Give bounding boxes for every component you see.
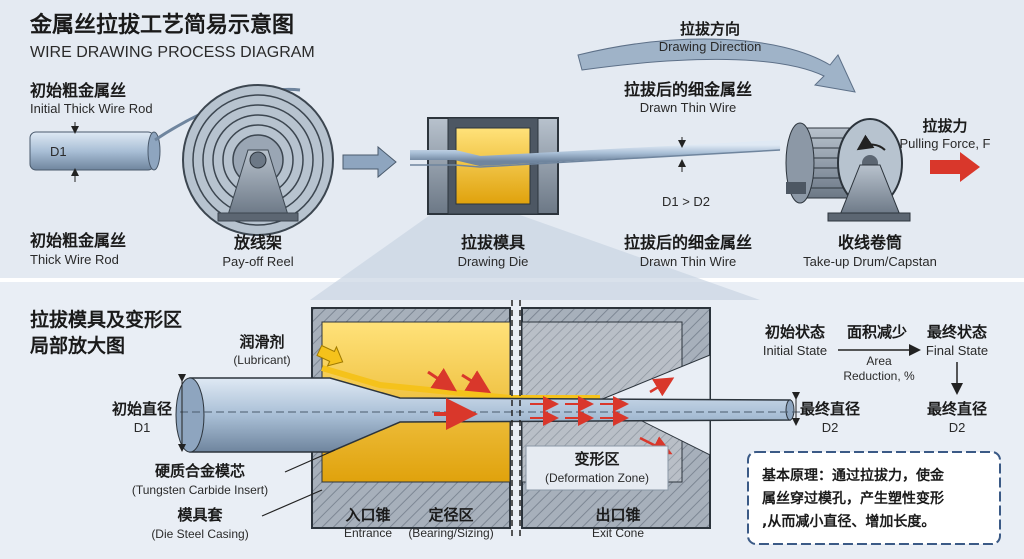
title-en: WIRE DRAWING PROCESS DIAGRAM [30, 44, 315, 61]
deformation-en: (Deformation Zone) [545, 471, 649, 485]
entrance-zh: 入口锥 [345, 506, 390, 524]
zoom-title-line1: 拉拔模具及变形区 [30, 308, 182, 331]
initial-state-zh: 初始状态 [765, 323, 825, 341]
wire-section-end [175, 377, 205, 453]
casing-leader [261, 489, 323, 517]
insert-en: (Tungsten Carbide Insert) [132, 483, 268, 497]
initial-state-en: Initial State [763, 343, 827, 358]
lubricant-arrow [316, 344, 344, 367]
die-wire [410, 140, 781, 167]
magnify-cone [310, 215, 760, 300]
rod-end [147, 131, 161, 171]
drawing-direction-arrow [577, 38, 856, 93]
pulling-zh: 拉拔力 [922, 117, 967, 135]
drawn-wire-bottom-zh: 拉拔后的细金属丝 [624, 233, 752, 252]
final-state-zh: 最终状态 [927, 323, 987, 341]
die-en: Drawing Die [458, 254, 529, 269]
initial-dia-en: D1 [134, 420, 151, 435]
pulling-en: Pulling Force, F [899, 136, 990, 151]
payoff-reel [182, 84, 334, 236]
insert-zh: 硬质合金模芯 [155, 462, 245, 480]
area-reduction-zh: 面积减少 [847, 323, 907, 341]
flow-arrow [342, 145, 397, 179]
initial-rod-en: Initial Thick Wire Rod [30, 101, 153, 116]
final-state-en: Final State [926, 343, 988, 358]
bearing-zh: 定径区 [428, 506, 473, 524]
d1-d2-compare: D1 > D2 [662, 194, 710, 209]
wire-section-tip [785, 399, 795, 421]
die-zh: 拉拔模具 [461, 233, 525, 252]
principle-line3: ,从而减小直径、增加长度。 [762, 513, 935, 530]
exit-en: Exit Cone [592, 526, 644, 540]
title-zh: 金属丝拉拔工艺简易示意图 [29, 12, 294, 38]
deformation-zh: 变形区 [574, 450, 619, 468]
thick-rod-en: Thick Wire Rod [30, 252, 119, 267]
payoff-en: Pay-off Reel [222, 254, 293, 269]
flow-arrows [427, 368, 675, 455]
takeup-zh: 收线卷筒 [838, 233, 902, 252]
principle-line1: 基本原理：通过拉拔力，使金 [762, 467, 945, 484]
d1-label: D1 [50, 144, 67, 159]
final-dia-right-zh: 最终直径 [927, 400, 987, 418]
initial-rod-zh: 初始粗金属丝 [30, 81, 126, 100]
lubricant-en: (Lubricant) [233, 353, 290, 367]
thick-wire-rod [29, 131, 155, 171]
payoff-zh: 放线架 [233, 233, 282, 252]
takeup-en: Take-up Drum/Capstan [803, 254, 937, 269]
area-reduction-en2: Reduction, % [843, 369, 915, 383]
principle-box [747, 451, 1001, 545]
area-reduction-en1: Area [866, 354, 892, 368]
zoom-title-line2: 局部放大图 [30, 334, 125, 357]
exit-zh: 出口锥 [595, 506, 640, 524]
lubricant-zh: 润滑剂 [239, 333, 284, 351]
deformation-box [525, 445, 669, 491]
insert-leader [284, 449, 336, 473]
takeup-drum [785, 118, 911, 222]
direction-zh: 拉拔方向 [680, 20, 740, 38]
final-dia-right-en: D2 [949, 420, 966, 435]
casing-zh: 模具套 [177, 506, 223, 524]
drawing-die [427, 117, 559, 215]
principle-line2: 属丝穿过模孔，产生塑性变形 [762, 490, 944, 507]
drawn-wire-top-zh: 拉拔后的细金属丝 [624, 80, 752, 99]
pulling-force-arrow [930, 152, 980, 182]
drawn-wire-bottom-en: Drawn Thin Wire [640, 254, 737, 269]
casing-en: (Die Steel Casing) [151, 527, 248, 541]
thick-rod-zh: 初始粗金属丝 [30, 231, 126, 250]
die-wire-edge [410, 149, 781, 168]
bearing-en: (Bearing/Sizing) [408, 526, 493, 540]
initial-dia-zh: 初始直径 [112, 400, 172, 418]
final-dia-zh: 最终直径 [800, 400, 860, 418]
entrance-en: Entrance [344, 526, 392, 540]
final-dia-en: D2 [822, 420, 839, 435]
drawn-wire-top-en: Drawn Thin Wire [640, 100, 737, 115]
direction-en: Drawing Direction [659, 39, 762, 54]
